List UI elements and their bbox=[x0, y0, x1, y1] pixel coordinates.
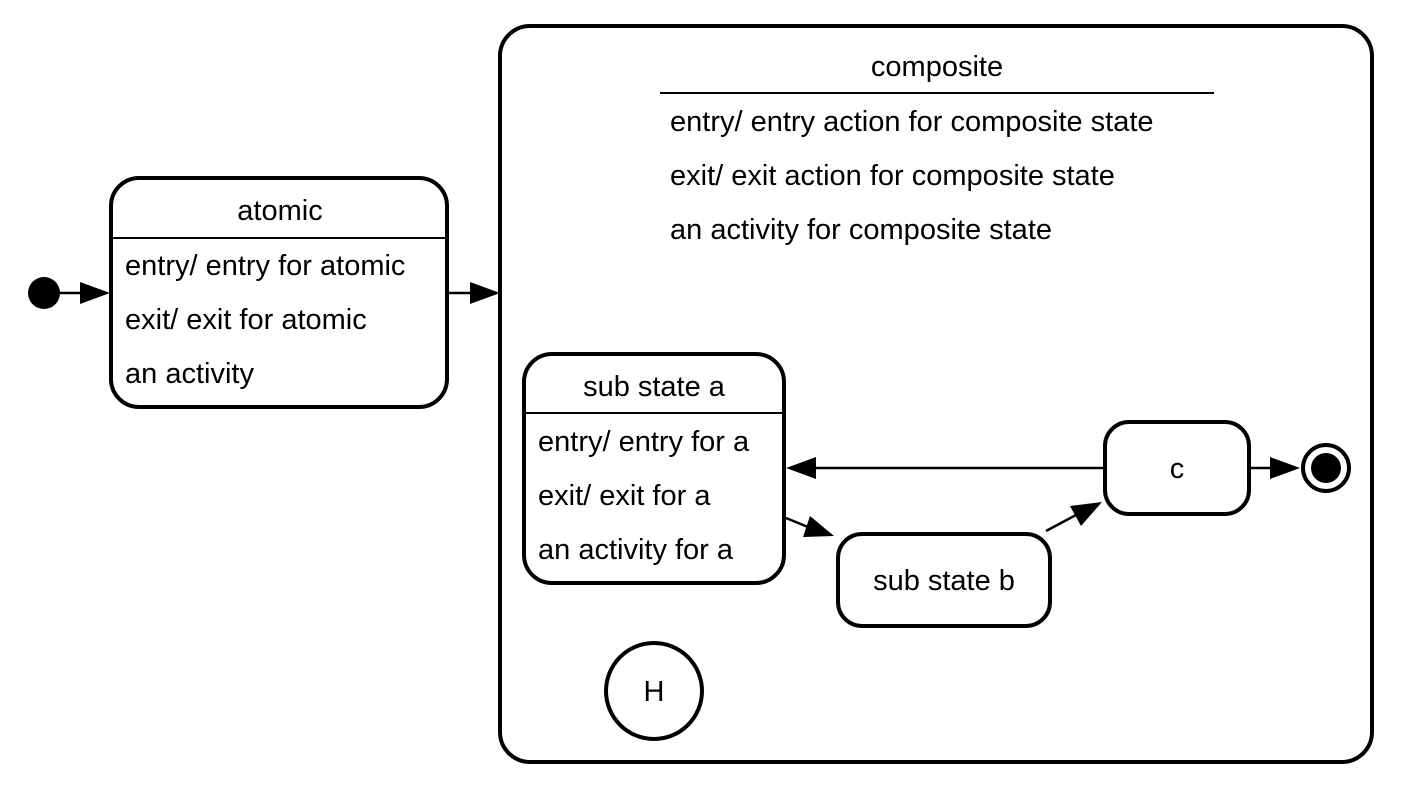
history-state: H bbox=[604, 641, 704, 741]
atomic-entry: entry/ entry for atomic bbox=[125, 250, 405, 282]
atomic-title: atomic bbox=[237, 195, 322, 227]
transition-atomic-to-composite bbox=[449, 282, 500, 304]
state-c-title: c bbox=[1170, 453, 1185, 485]
atomic-activity: an activity bbox=[125, 358, 254, 390]
sub-state-a-title: sub state a bbox=[583, 371, 726, 403]
sub-state-a-entry: entry/ entry for a bbox=[538, 426, 750, 458]
atomic-exit: exit/ exit for atomic bbox=[125, 304, 367, 336]
transition-c-to-final bbox=[1251, 457, 1300, 479]
final-state bbox=[1301, 443, 1351, 493]
initial-state bbox=[28, 277, 60, 309]
state-sub-state-b: sub state b bbox=[836, 532, 1052, 628]
state-atomic: atomic entry/ entry for atomic exit/ exi… bbox=[109, 176, 449, 409]
transition-sub-state-b-to-c bbox=[1045, 502, 1102, 533]
sub-state-a-activity: an activity for a bbox=[538, 534, 734, 566]
sub-state-a-exit: exit/ exit for a bbox=[538, 480, 711, 512]
composite-title: composite bbox=[871, 51, 1003, 83]
composite-activity: an activity for composite state bbox=[670, 214, 1052, 246]
sub-state-b-title: sub state b bbox=[873, 565, 1015, 597]
composite-entry: entry/ entry action for composite state bbox=[670, 106, 1154, 138]
transition-sub-state-a-to-sub-state-b bbox=[785, 516, 834, 537]
history-label: H bbox=[644, 676, 665, 708]
state-sub-state-a: sub state a entry/ entry for a exit/ exi… bbox=[522, 352, 786, 585]
composite-exit: exit/ exit action for composite state bbox=[670, 160, 1115, 192]
transition-c-to-sub-state-a bbox=[786, 457, 1103, 479]
state-c: c bbox=[1103, 420, 1251, 516]
transition-initial-to-atomic bbox=[60, 282, 110, 304]
